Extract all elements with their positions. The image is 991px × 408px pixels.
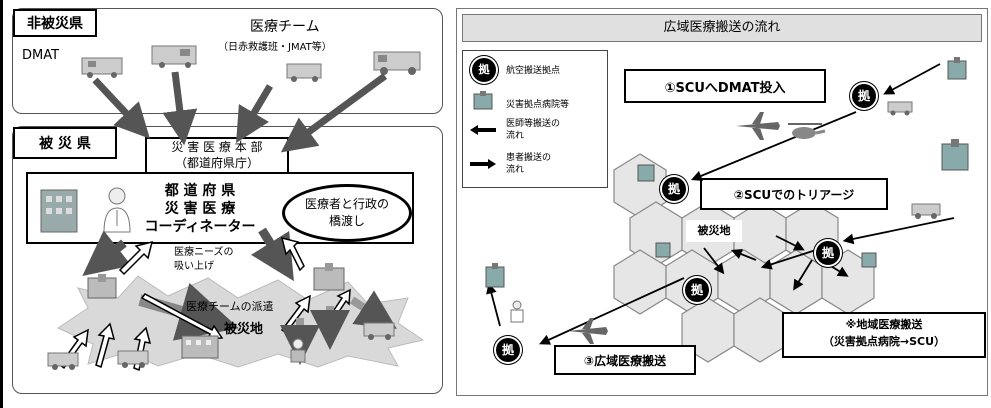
ambulance-icon [373, 51, 421, 75]
ambulance-icon [47, 352, 79, 370]
needs-line1: 医療ニーズの [174, 247, 234, 258]
coordinator-line1: 都 道 府 県 [164, 183, 236, 199]
non-affected-label: 非被災県 [13, 9, 97, 37]
bridge-ellipse: 医療者と行政の 橋渡し [282, 184, 412, 242]
ambulance-icon [911, 203, 941, 219]
legend-hospital-text: 災害拠点病院等 [506, 100, 570, 110]
base-marker-step1: 拠 [852, 84, 876, 108]
bridge-line1: 医療者と行政の [304, 197, 389, 211]
legend-base-icon: 拠 [472, 58, 496, 82]
ambulance-icon [117, 350, 149, 368]
medical-team-subtitle: （日赤救護班・JMAT等） [218, 42, 332, 53]
dmat-label: DMAT [22, 48, 60, 63]
base-marker-center: 拠 [816, 241, 840, 265]
hospital-icon [87, 274, 117, 299]
base-marker-bottom: 拠 [685, 278, 709, 302]
needs-text: 医療ニーズの 吸い上げ [174, 246, 234, 274]
regional-line2: （災害拠点病院→SCU） [822, 335, 946, 348]
step2-label: ②SCUでのトリアージ [700, 178, 888, 210]
regional-transport-box: ※地域医療搬送 （災害拠点病院→SCU） [782, 312, 986, 358]
hospital-icon [941, 139, 969, 171]
arrow-left-icon [470, 125, 496, 135]
hospital-icon [313, 263, 345, 291]
regional-line1: ※地域医療搬送 [845, 318, 923, 331]
hospital-icon [861, 252, 877, 268]
legend-patient-flow-text: 患者搬送の 流れ [506, 153, 552, 175]
ambulance-icon [286, 63, 322, 82]
hospital-icon [637, 164, 655, 182]
hospital-icon [485, 263, 505, 288]
hq-box: 災 害 医 療 本 部 （都道府県庁） [145, 137, 289, 175]
arrows-right-diagram [486, 63, 955, 345]
airplane-icon [568, 318, 608, 344]
page-left-border [0, 0, 3, 408]
disaster-area-label: 被災地 [224, 322, 264, 337]
hq-subtitle: （都道府県庁） [174, 156, 259, 170]
ambulance-icon [363, 322, 395, 340]
dispatch-label: 医療チームの派遣 [186, 300, 274, 313]
step1-label: ①SCUへDMAT投入 [624, 69, 826, 103]
legend-hospital-icon [473, 91, 493, 110]
step3-label: ③広域医療搬送 [554, 345, 696, 375]
coordinator-title: 都 道 府 県 災 害 医 療 コーディネーター [140, 182, 260, 236]
ambulance-icon [887, 101, 913, 116]
affected-label: 被 災 県 [13, 127, 117, 159]
legend-doctor-flow-text: 医師等搬送の 流れ [506, 119, 561, 141]
government-building-icon [40, 189, 78, 233]
legend-base-text: 航空搬送拠点 [506, 66, 561, 76]
medical-team-title: 医療チーム [250, 19, 320, 35]
person-icon [510, 300, 524, 323]
person-icon [290, 338, 306, 363]
bridge-line2: 橋渡し [328, 214, 365, 228]
base-marker-step3: 拠 [496, 338, 520, 362]
ambulance-icon [151, 45, 197, 68]
hospital-icon [181, 335, 219, 359]
doctor-icon [103, 187, 131, 233]
coordinator-line3: コーディネーター [144, 219, 256, 235]
ambulance-icon [81, 57, 123, 78]
coordinator-line2: 災 害 医 療 [164, 201, 236, 217]
airplane-icon [736, 112, 780, 140]
hospital-icon [947, 57, 967, 80]
disaster-area-box: 被災地 [686, 220, 742, 242]
needs-line2: 吸い上げ [174, 261, 214, 272]
helicopter-icon [788, 123, 826, 139]
hospital-icon [655, 242, 671, 258]
arrow-right-icon [470, 159, 496, 169]
title-bar: 広域医療搬送の流れ [462, 14, 982, 42]
base-marker-step2: 拠 [662, 177, 686, 201]
arrows-left-diagram [58, 71, 397, 372]
